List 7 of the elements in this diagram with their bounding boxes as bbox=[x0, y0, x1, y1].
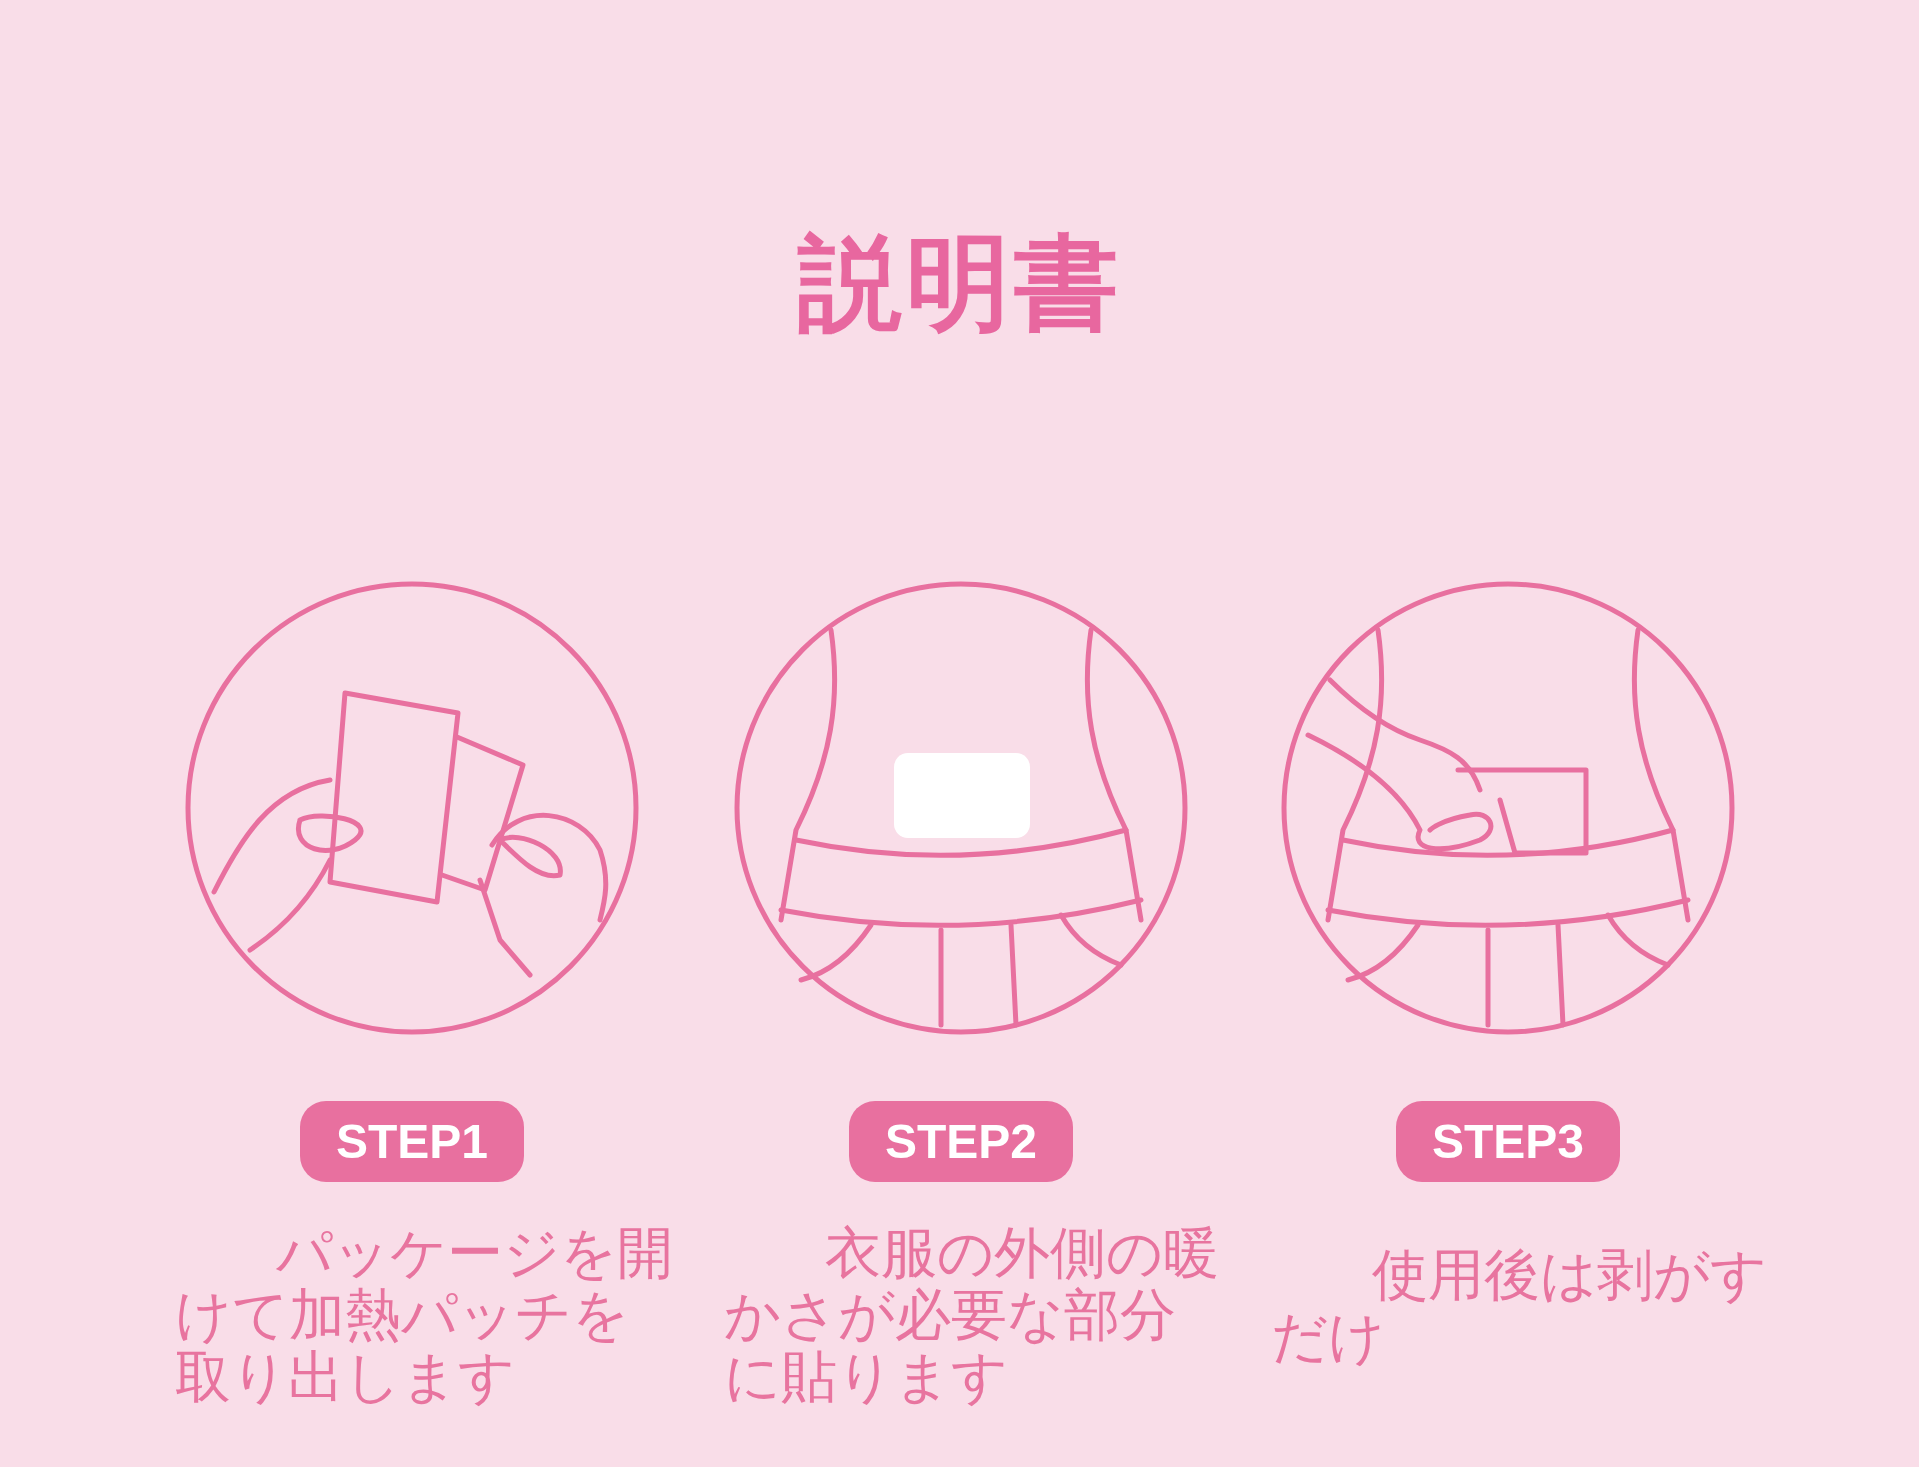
step-description: パッケージを開けて加熱パッチを取り出します bbox=[175, 1222, 674, 1408]
step-badge: STEP1 bbox=[300, 1101, 524, 1182]
step-badge: STEP3 bbox=[1396, 1101, 1620, 1182]
step-badge: STEP2 bbox=[849, 1101, 1073, 1182]
step-description: 使用後は剥がすだけ bbox=[1271, 1244, 1768, 1368]
title: 説明書 bbox=[796, 221, 1123, 346]
step-description: 衣服の外側の暖かさが必要な部分に貼ります bbox=[724, 1222, 1220, 1408]
